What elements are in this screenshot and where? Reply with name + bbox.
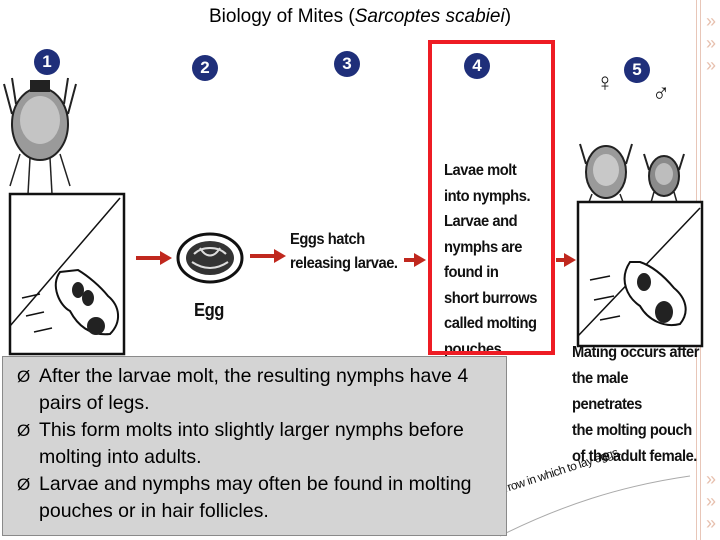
larvae-molt-label: Lavae molt into nymphs. Larvae and nymph… xyxy=(444,158,537,362)
male-symbol: ♂ xyxy=(652,77,670,107)
mating-line: Mating occurs after xyxy=(572,344,700,361)
bullet-item: Ø Larvae and nymphs may often be found i… xyxy=(11,471,498,525)
bullet-arrow-icon: Ø xyxy=(17,421,31,440)
step-number-5: 5 xyxy=(624,57,650,83)
larvae-molt-line: found in xyxy=(444,264,499,281)
female-mite-illustration xyxy=(579,143,633,211)
bullet-arrow-icon: Ø xyxy=(17,475,31,494)
step-number-4: 4 xyxy=(464,53,490,79)
diagram-illustrations xyxy=(3,77,704,537)
title-suffix: ) xyxy=(504,6,512,27)
step-4-highlight-box xyxy=(428,40,555,355)
step-number-2: 2 xyxy=(192,55,218,81)
adult-mite-illustration xyxy=(3,77,77,195)
burrow-curve xyxy=(499,475,691,537)
title-species: Sarcoptes scabiei xyxy=(354,6,505,27)
bullet-panel: Ø After the larvae molt, the resulting n… xyxy=(2,356,507,536)
skin-burrow-illustration xyxy=(8,192,126,356)
larvae-molt-line: called molting xyxy=(444,315,537,332)
bullet-arrow-icon: Ø xyxy=(17,367,31,386)
larvae-molt-line: into nymphs. xyxy=(444,187,531,205)
bullet-text: After the larvae molt, the resulting nym… xyxy=(39,365,469,414)
larvae-molt-line: Lavae molt xyxy=(444,162,517,179)
mite-life-cycle-diagram: 1 2 3 4 5 ♀ ♂ Egg Eggs hatch releasing l… xyxy=(0,36,712,540)
slide-title: Biology of Mites (Sarcoptes scabiei) xyxy=(0,6,720,28)
female-symbol: ♀ xyxy=(596,67,614,97)
larvae-molt-line: nymphs are xyxy=(444,238,523,256)
mating-label: Mating occurs after the male penetrates … xyxy=(572,340,701,470)
mating-line: the molting pouch xyxy=(572,422,692,439)
egg-label: Egg xyxy=(194,300,224,320)
cycle-arrows xyxy=(136,249,576,267)
egg-illustration xyxy=(176,232,244,284)
mating-line: of the adult female. xyxy=(572,448,697,465)
title-prefix: Biology of Mites ( xyxy=(208,6,355,27)
larvae-molt-line: short burrows xyxy=(444,289,537,307)
mating-line: the male penetrates xyxy=(572,370,642,413)
step-number-1: 1 xyxy=(34,49,60,75)
bullet-item: Ø This form molts into slightly larger n… xyxy=(11,417,498,471)
eggs-hatch-label: Eggs hatch releasing larvae. xyxy=(290,228,398,276)
bullet-item: Ø After the larvae molt, the resulting n… xyxy=(11,363,498,417)
eggs-hatch-line: releasing larvae. xyxy=(290,255,398,272)
molting-pouch-illustration xyxy=(576,200,704,348)
eggs-hatch-line: Eggs hatch xyxy=(290,231,365,248)
step-number-3: 3 xyxy=(334,51,360,77)
bullet-text: This form molts into slightly larger nym… xyxy=(39,419,464,468)
male-mite-illustration xyxy=(643,153,685,207)
larvae-molt-line: Larvae and xyxy=(444,213,518,230)
bullet-text: Larvae and nymphs may often be found in … xyxy=(39,473,472,522)
